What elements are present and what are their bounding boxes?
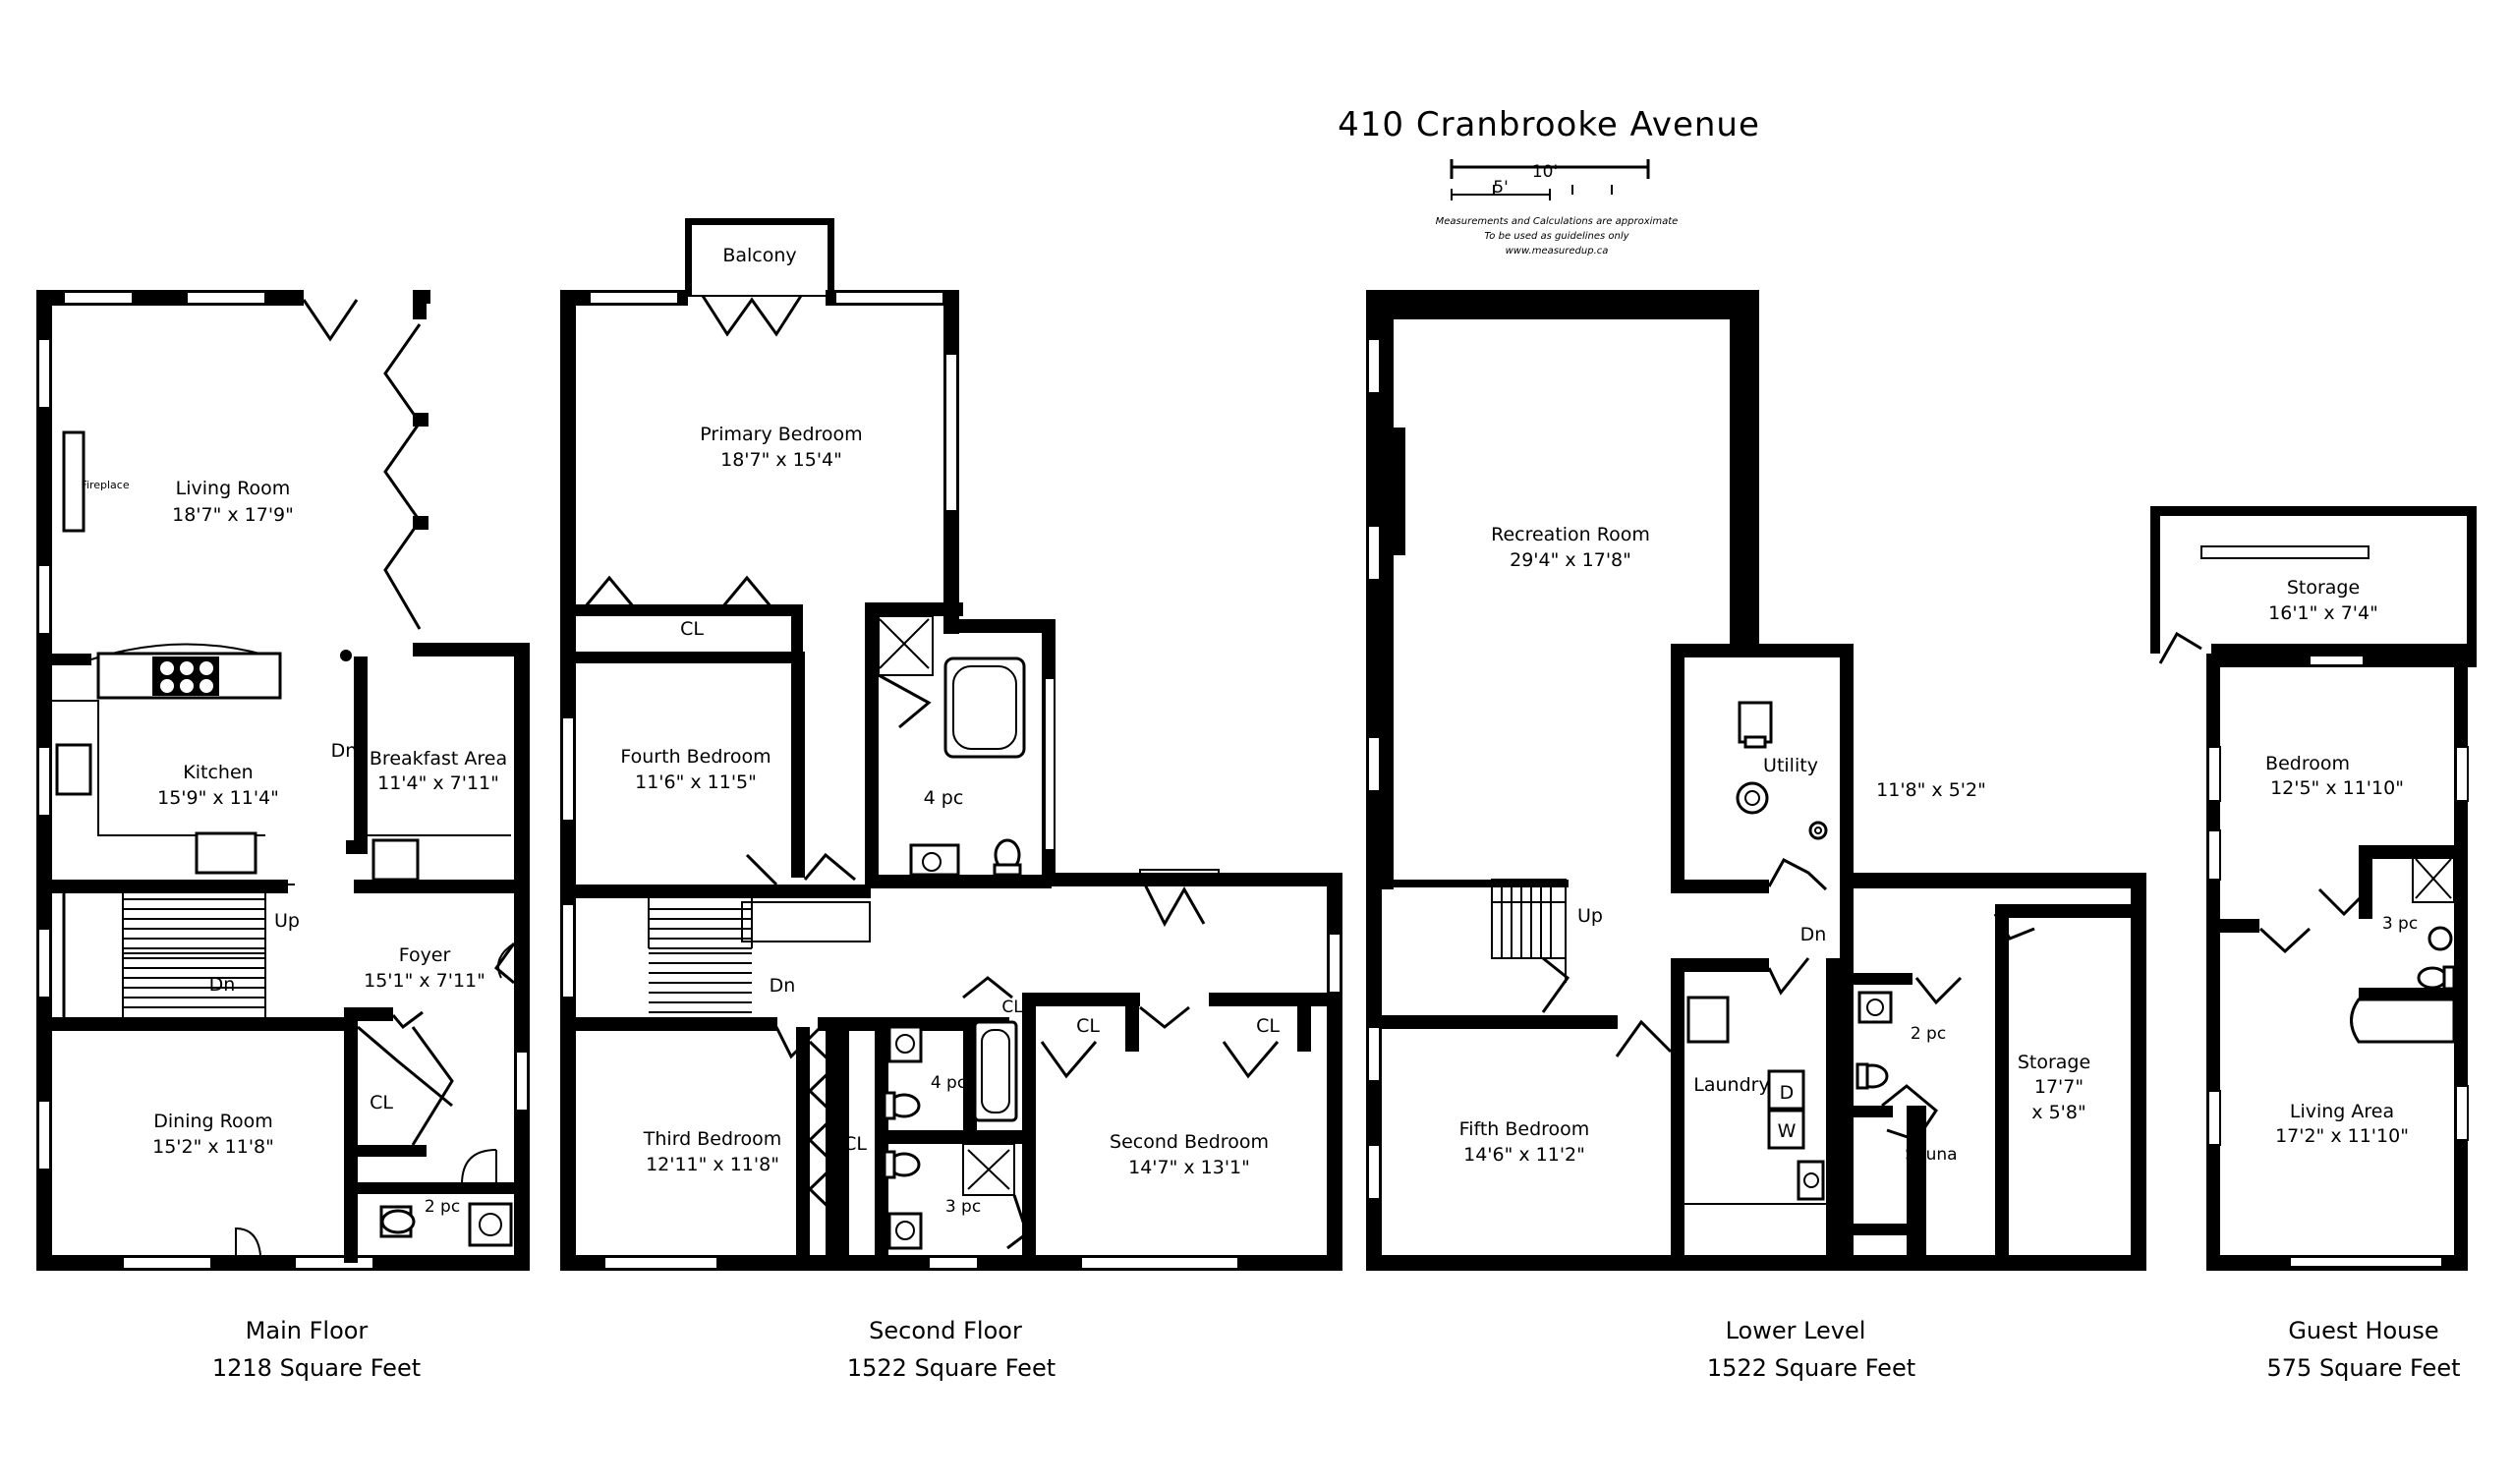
guest-storage-name: Storage <box>2287 577 2360 599</box>
main-floor-plan: Fireplace Living Room 18'7" x 17'9" Kitc… <box>36 290 530 1271</box>
breakfast-area-name: Breakfast Area <box>370 748 507 770</box>
lower-level-area: 1522 Square Feet <box>1707 1354 1915 1382</box>
disclaimer-line-2: To be used as guidelines only <box>1484 231 1629 242</box>
guest-bedroom-dim: 12'5" x 11'10" <box>2270 777 2404 799</box>
dining-room-name: Dining Room <box>153 1111 272 1132</box>
kitchen-name: Kitchen <box>183 762 253 783</box>
second-floor-dn-label: Dn <box>770 975 796 997</box>
lower-level-caption: Lower Level <box>1726 1317 1866 1344</box>
kitchen-dim: 15'9" x 11'4" <box>157 787 279 809</box>
guest-living-name: Living Area <box>2290 1101 2394 1122</box>
main-floor-area: 1218 Square Feet <box>212 1354 421 1382</box>
guest-living-dim: 17'2" x 11'10" <box>2275 1125 2409 1147</box>
scale-bar: 10' 5' <box>1450 159 1650 200</box>
jack-bath-label: 3 pc <box>945 1197 981 1217</box>
lower-storage-dim-1: 17'7" <box>2034 1076 2084 1098</box>
lower-level-plan: Recreation Room 29'4" x 17'8" Utility 11… <box>1366 290 2146 1271</box>
disclaimer-line-3: www.measuredup.ca <box>1506 246 1609 257</box>
primary-bedroom-dim: 18'7" x 15'4" <box>720 449 842 471</box>
third-bedroom-name: Third Bedroom <box>643 1128 781 1150</box>
property-title: 410 Cranbrooke Avenue <box>1338 105 1760 144</box>
second-bedroom-dim: 14'7" x 13'1" <box>1128 1157 1250 1178</box>
foyer-dim: 15'1" x 7'11" <box>364 970 485 992</box>
lower-powder-room-label: 2 pc <box>1911 1024 1946 1044</box>
lower-storage-name: Storage <box>2018 1052 2090 1073</box>
scale-ten-label: 10' <box>1532 162 1558 182</box>
lower-storage-dim-2: x 5'8" <box>2031 1102 2085 1123</box>
recreation-room-name: Recreation Room <box>1491 524 1650 545</box>
fifth-bedroom-dim: 14'6" x 11'2" <box>1463 1144 1585 1166</box>
sauna-label: Sauna <box>1905 1145 1957 1165</box>
foyer-name: Foyer <box>399 944 451 966</box>
fourth-bedroom-name: Fourth Bedroom <box>620 746 771 768</box>
breakfast-area-dim: 11'4" x 7'11" <box>377 772 499 794</box>
guest-house-area: 575 Square Feet <box>2267 1354 2461 1382</box>
dining-room-dim: 15'2" x 11'8" <box>152 1136 274 1158</box>
guest-storage-dim: 16'1" x 7'4" <box>2268 602 2378 624</box>
second-floor-area: 1522 Square Feet <box>847 1354 1056 1382</box>
third-closet-label: CL <box>843 1133 867 1155</box>
guest-bedroom-name: Bedroom <box>2265 753 2350 774</box>
main-stair-dn-label: Dn <box>331 740 358 762</box>
second-bedroom-closet-2: CL <box>1256 1015 1280 1037</box>
balcony-label: Balcony <box>722 245 796 266</box>
fireplace-label: Fireplace <box>81 479 129 491</box>
disclaimer-line-1: Measurements and Calculations are approx… <box>1436 216 1679 227</box>
second-bedroom-closet-1: CL <box>1076 1015 1100 1037</box>
ensuite-label: 4 pc <box>924 787 964 809</box>
laundry-label: Laundry <box>1693 1074 1769 1096</box>
main-stair-dn-label-2: Dn <box>209 974 236 996</box>
second-floor-plan: Balcony Primary Bedroom 18'7" x 15'4" CL… <box>560 218 1342 1271</box>
hall-bath-label: 4 pc <box>931 1073 966 1093</box>
second-bedroom-name: Second Bedroom <box>1110 1131 1269 1153</box>
main-powder-room-label: 2 pc <box>425 1197 460 1217</box>
fifth-bedroom-name: Fifth Bedroom <box>1459 1118 1590 1140</box>
second-floor-caption: Second Floor <box>869 1317 1022 1344</box>
guest-house-caption: Guest House <box>2288 1317 2438 1344</box>
lower-stair-up-label: Up <box>1577 905 1603 927</box>
guest-house-plan: Storage 16'1" x 7'4" Bedroom 12'5" x 11'… <box>2150 506 2477 1271</box>
fourth-bedroom-dim: 11'6" x 11'5" <box>635 771 757 793</box>
main-floor-caption: Main Floor <box>246 1317 369 1344</box>
primary-bedroom-name: Primary Bedroom <box>700 424 862 445</box>
guest-bath-label: 3 pc <box>2382 914 2418 934</box>
lower-stair-dn-label: Dn <box>1800 924 1827 945</box>
living-room-name: Living Room <box>176 478 291 499</box>
utility-label: Utility <box>1763 755 1818 776</box>
main-closet-label: CL <box>370 1092 393 1113</box>
recreation-room-dim: 29'4" x 17'8" <box>1510 549 1631 571</box>
primary-closet-label: CL <box>680 618 704 640</box>
hall-closet-label: CL <box>1001 998 1023 1017</box>
scale-five-label: 5' <box>1493 178 1509 198</box>
third-bedroom-dim: 12'11" x 11'8" <box>646 1154 779 1175</box>
utility-dim: 11'8" x 5'2" <box>1876 779 1986 801</box>
washer-label: W <box>1778 1120 1797 1142</box>
dryer-label: D <box>1780 1082 1795 1104</box>
living-room-dim: 18'7" x 17'9" <box>172 504 294 526</box>
main-stair-up-label: Up <box>274 910 300 932</box>
